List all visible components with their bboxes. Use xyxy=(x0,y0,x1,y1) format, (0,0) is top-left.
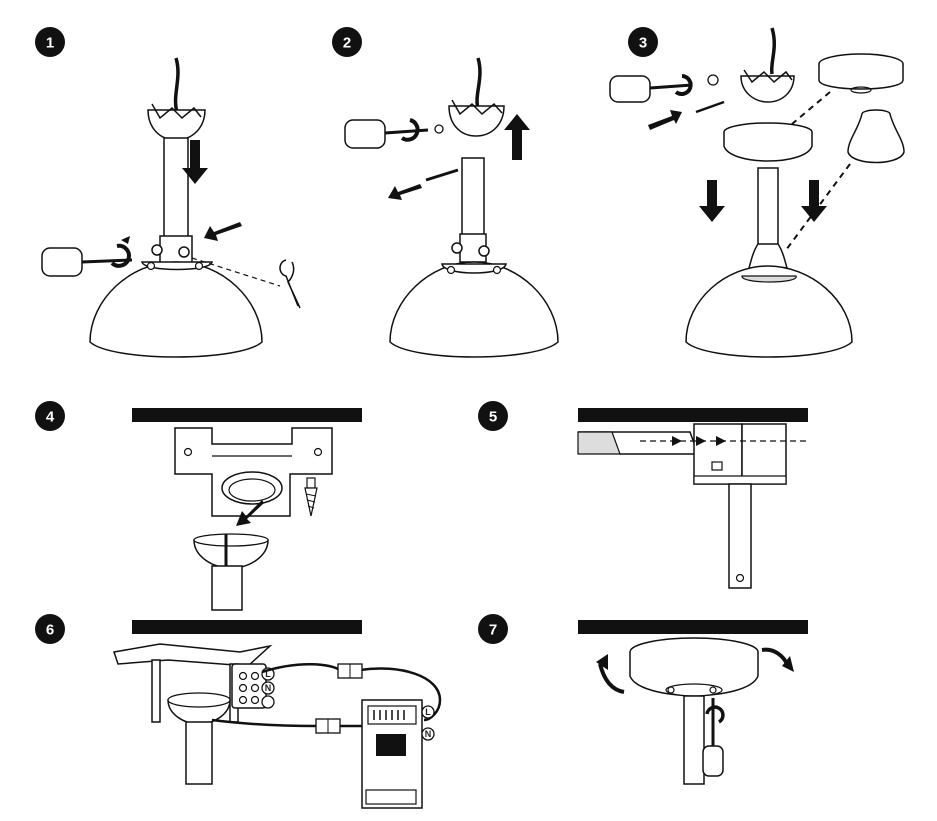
rotate-arrow-icon xyxy=(110,243,131,268)
terminal-live-label: L xyxy=(265,669,271,679)
step-7-badge: 7 xyxy=(478,614,508,644)
rotate-arrow-icon xyxy=(400,118,420,142)
screwdriver-icon xyxy=(702,698,724,777)
motor-housing xyxy=(685,265,853,358)
pin xyxy=(695,100,725,114)
step-2-badge: 2 xyxy=(332,27,362,57)
step-6-panel: 6 N L xyxy=(35,614,442,809)
screw-icon xyxy=(304,477,318,517)
step-3-number: 3 xyxy=(639,35,647,52)
cotter-pin-icon xyxy=(279,259,301,309)
screw-icon xyxy=(434,124,444,134)
step-1-number: 1 xyxy=(46,35,54,52)
screw-icon xyxy=(707,74,719,86)
step-1-badge: 1 xyxy=(35,27,65,57)
downrod xyxy=(757,167,779,247)
step-6-number: 6 xyxy=(46,622,54,639)
terminal-neutral-marker xyxy=(261,681,275,695)
ceiling-bar xyxy=(132,408,362,422)
insert-arrow-icon xyxy=(204,222,242,241)
motor-housing xyxy=(89,261,263,358)
step-5-badge: 5 xyxy=(478,401,508,431)
screwdriver-icon xyxy=(344,119,429,149)
downrod xyxy=(683,695,705,785)
rotate-arrow-icon xyxy=(674,74,693,96)
downrod xyxy=(211,565,243,611)
down-arrow-icon xyxy=(236,500,264,526)
ceiling-bar xyxy=(578,408,808,422)
step-3-badge: 3 xyxy=(628,27,658,57)
hanger-ball xyxy=(147,109,206,141)
ceiling-canopy xyxy=(629,637,759,697)
down-arrow-icon xyxy=(699,180,725,222)
screwdriver-icon xyxy=(41,247,133,277)
curved-rotation-arrow-icon xyxy=(598,663,625,694)
screwdriver-icon xyxy=(609,75,693,103)
downrod xyxy=(728,483,752,589)
coupling-cover xyxy=(847,109,905,164)
screw-icon xyxy=(178,246,190,258)
step-7-panel: 7 xyxy=(478,614,808,785)
terminal-ground-marker xyxy=(261,695,275,709)
ceiling-bar xyxy=(578,620,808,634)
step-4-badge: 4 xyxy=(35,401,65,431)
lower-canopy xyxy=(723,122,813,162)
ceiling-bar xyxy=(132,620,362,634)
pin xyxy=(425,168,459,182)
up-arrow-icon xyxy=(504,114,530,160)
mounting-bracket xyxy=(174,427,333,517)
hanger-ball xyxy=(740,75,795,103)
screw-icon xyxy=(151,244,163,256)
motor-housing xyxy=(389,261,559,358)
step-5-panel: 5 xyxy=(478,401,808,589)
left-arrow-icon xyxy=(388,184,422,200)
step-4-panel: 4 xyxy=(35,401,362,611)
step-2-number: 2 xyxy=(343,35,351,52)
wire-connector-icon xyxy=(315,718,341,734)
down-arrow-icon xyxy=(801,180,827,222)
step-5-number: 5 xyxy=(489,409,497,426)
step-7-number: 7 xyxy=(489,622,497,639)
terminal-block xyxy=(231,663,267,709)
power-cable xyxy=(475,57,482,109)
ceiling-canopy xyxy=(818,53,904,94)
remote-receiver xyxy=(361,699,423,809)
step-2-panel: 2 xyxy=(332,27,559,358)
downrod xyxy=(185,721,213,785)
wire-connector-icon xyxy=(337,663,363,679)
down-arrow-icon xyxy=(182,140,208,184)
power-cable xyxy=(173,57,180,113)
rotate-arrow-icon xyxy=(705,705,725,724)
step-6-badge: 6 xyxy=(35,614,65,644)
step-3-panel: 3 xyxy=(609,27,905,358)
step-4-number: 4 xyxy=(46,409,55,426)
terminal-neutral-label: N xyxy=(265,683,272,693)
receiver-live-label: L xyxy=(425,707,431,717)
receiver-neutral-label: N xyxy=(425,729,432,739)
step-1-panel: 1 xyxy=(35,27,301,358)
mounting-bracket xyxy=(577,423,787,485)
hanger-ball xyxy=(448,105,505,137)
insert-arrow-icon xyxy=(648,110,682,130)
